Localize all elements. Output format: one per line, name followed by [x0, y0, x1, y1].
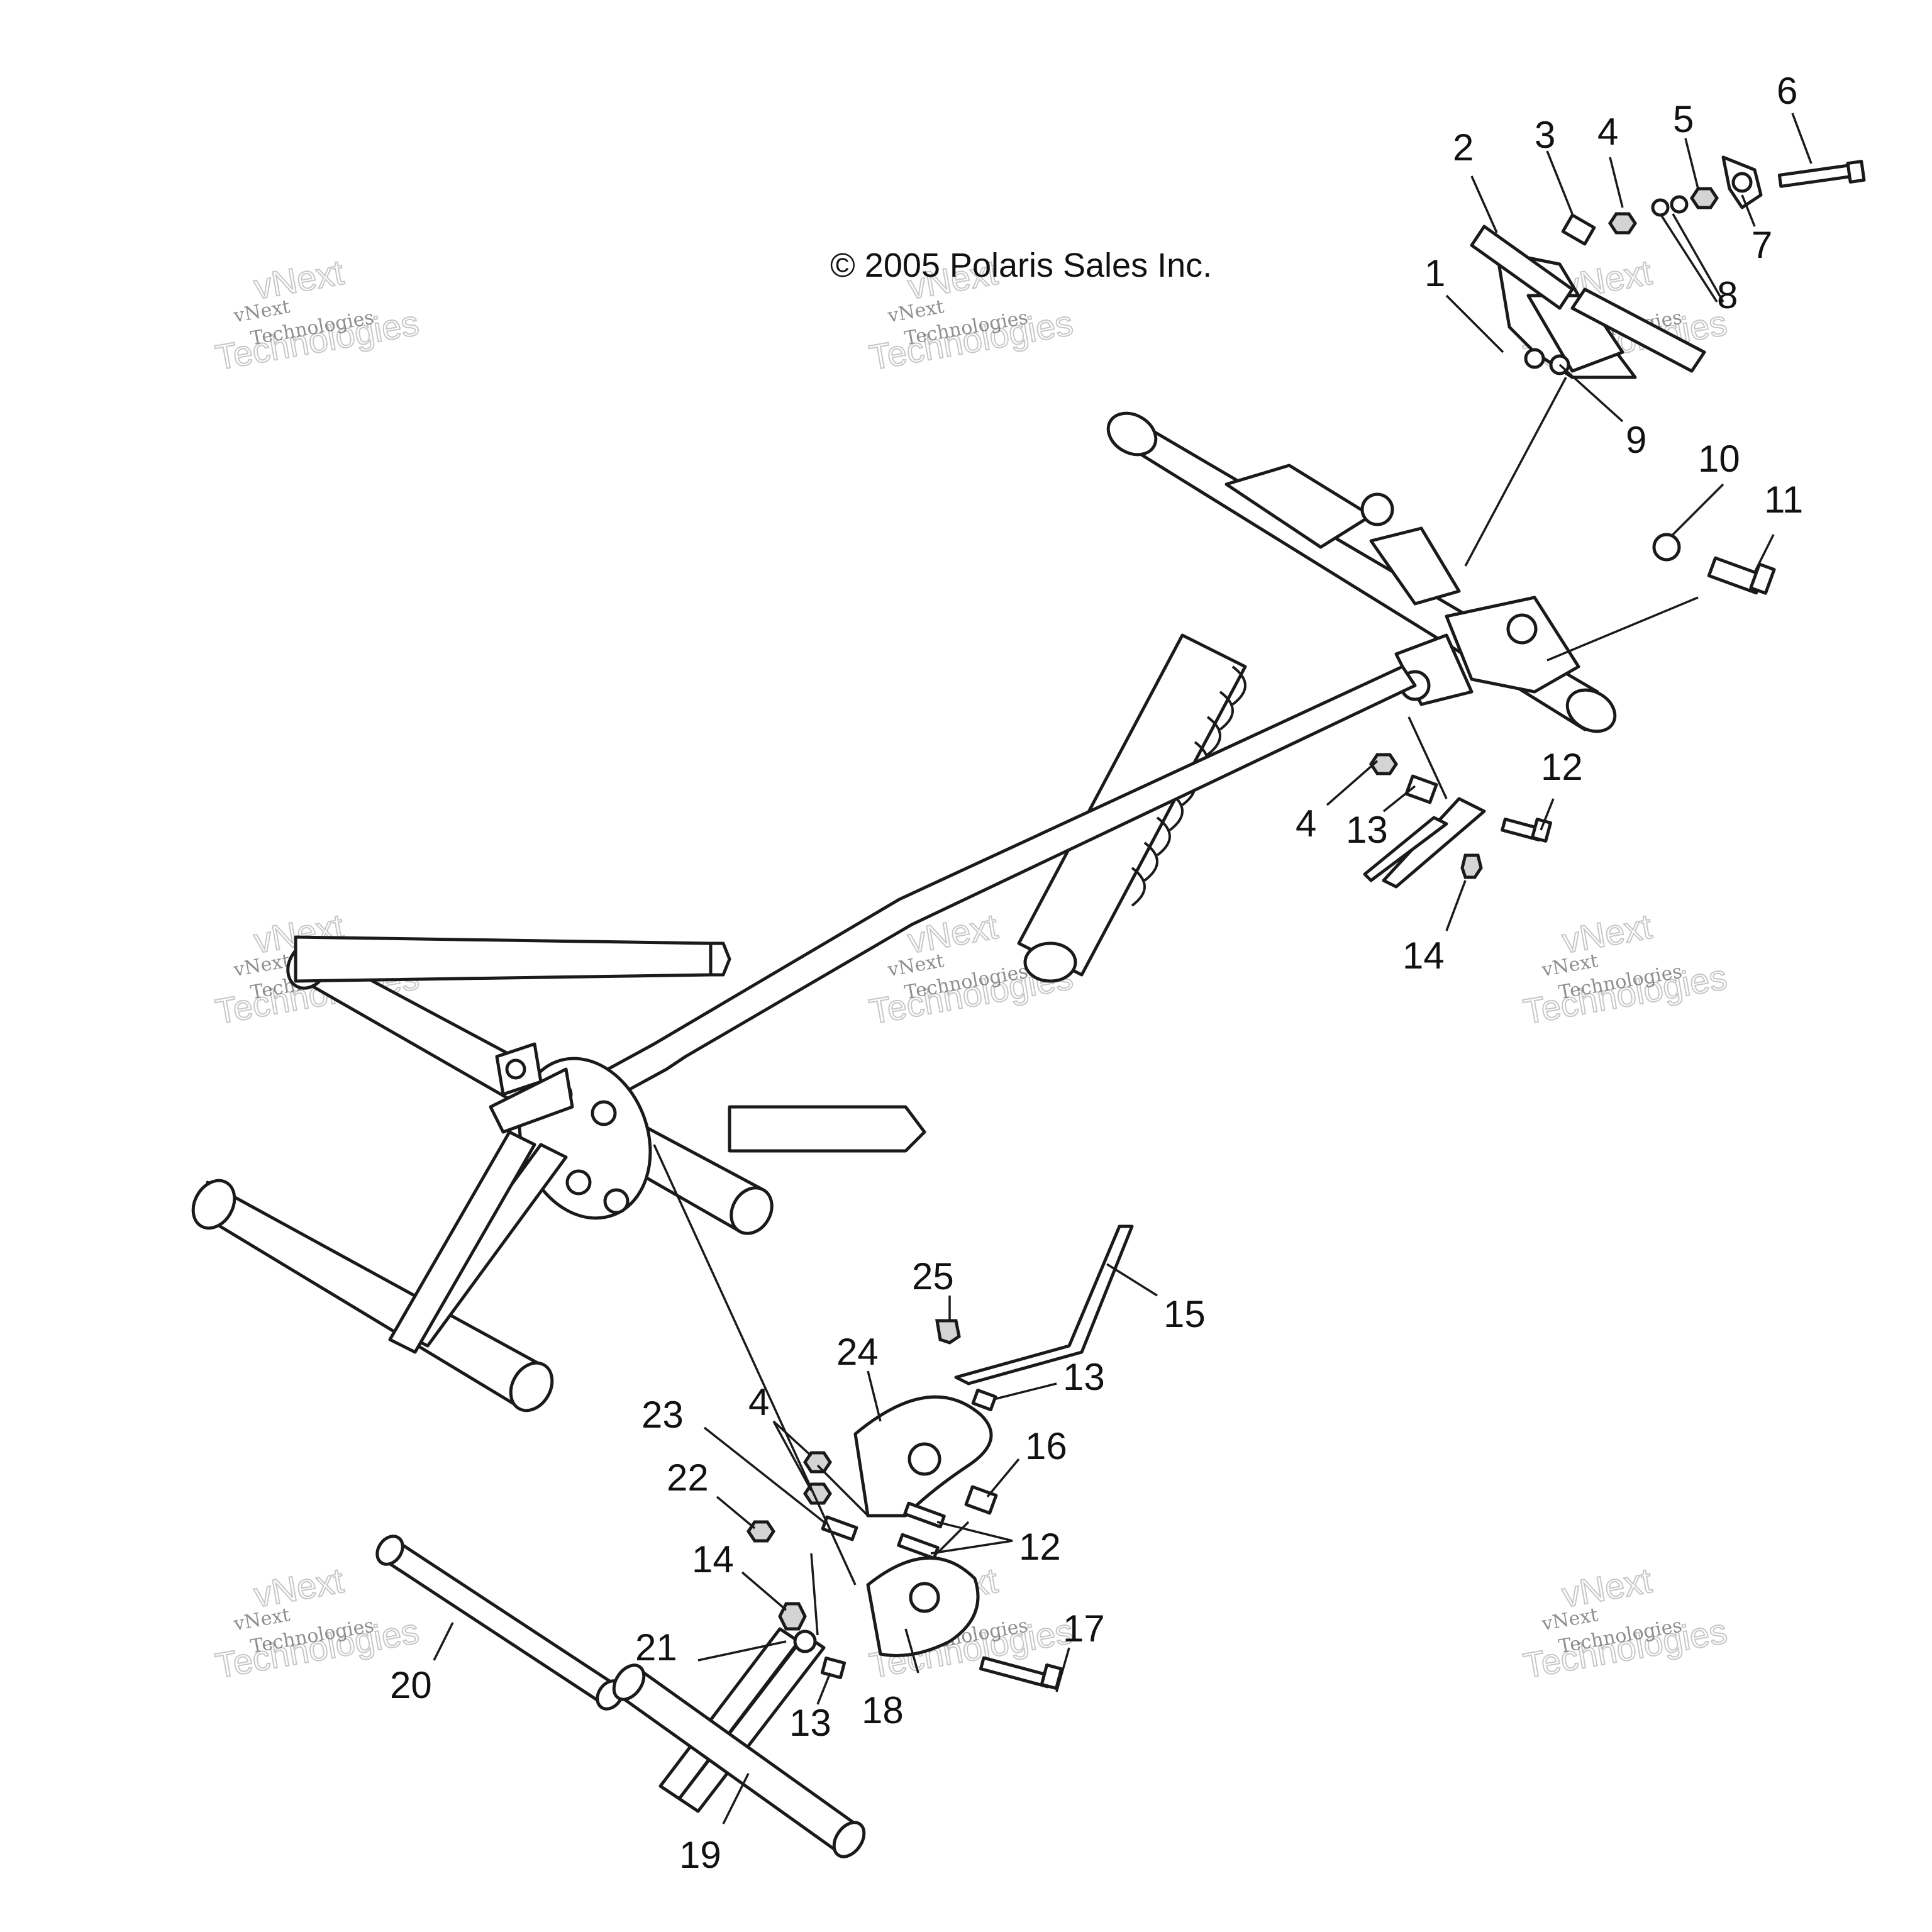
- callout-3: 3: [1535, 114, 1555, 156]
- part-14-grease-fitting-middle: [1460, 853, 1483, 879]
- leader-lines: [433, 113, 1813, 1824]
- callout-1: 1: [1424, 252, 1445, 294]
- part-25-grease-fitting: [935, 1319, 961, 1345]
- callout-15: 15: [1163, 1293, 1206, 1335]
- part-6-bolt: [1777, 160, 1866, 188]
- part-13-bushing-lower: [971, 1389, 997, 1411]
- part-10-nut: [1652, 533, 1681, 562]
- callout-12-lower: 12: [1019, 1526, 1061, 1568]
- callout-5: 5: [1673, 98, 1694, 140]
- callout-13-lower: 13: [1063, 1356, 1105, 1398]
- callout-14-lower: 14: [692, 1538, 734, 1580]
- callout-14-middle: 14: [1402, 935, 1445, 977]
- callout-12-middle: 12: [1541, 746, 1583, 788]
- callout-9: 9: [1626, 419, 1646, 461]
- part-4-nuts-lower: [802, 1451, 833, 1505]
- callout-19: 19: [679, 1834, 721, 1876]
- part-13-bushing-middle: [1404, 774, 1438, 804]
- watermark-bottom-left: vNext Technologies vNext Technologies: [212, 1560, 423, 1686]
- callout-16: 16: [1025, 1425, 1067, 1467]
- part-2-shaft-sleeve: [1470, 225, 1574, 310]
- part-19-shaft: [612, 1663, 866, 1858]
- rod-end-middle: [1363, 797, 1486, 889]
- callout-8: 8: [1717, 274, 1738, 316]
- part-16-bushing: [964, 1485, 998, 1515]
- rear-pivot-bracket: [1224, 464, 1580, 706]
- front-pivot-hub: [489, 1042, 652, 1220]
- callout-10: 10: [1698, 438, 1740, 480]
- part-9-pivot-shaft: [1570, 287, 1706, 373]
- callout-23: 23: [641, 1394, 684, 1436]
- lower-front-shaft: [191, 1179, 554, 1413]
- part-15-link-rod: [954, 1224, 1134, 1385]
- callout-numbers: 1 2 3 4 5 6 7 8 9 10 11 4 13 12 14 25 15…: [390, 70, 1803, 1876]
- part-4-nut-middle: [1368, 753, 1399, 775]
- front-short-arm: [294, 935, 926, 1153]
- part-21-link-arm: [658, 1627, 826, 1813]
- callout-11: 11: [1764, 479, 1803, 521]
- callout-25: 25: [912, 1255, 954, 1297]
- watermark-bottom-right: vNext Technologies vNext Technologies: [1520, 1560, 1731, 1686]
- front-scissor-link: [388, 1130, 568, 1354]
- svg-text:vNext: vNext: [251, 1560, 347, 1615]
- callout-24: 24: [836, 1331, 879, 1373]
- callout-7: 7: [1752, 224, 1772, 266]
- watermark-mid-right: vNext Technologies vNext Technologies: [1520, 906, 1731, 1032]
- part-4-nut-top: [1607, 212, 1638, 235]
- part-17-bolt: [979, 1656, 1063, 1690]
- callout-4: 4: [1597, 111, 1618, 153]
- part-7-adjuster-knob: [1721, 155, 1763, 209]
- svg-text:vNext: vNext: [251, 252, 347, 307]
- part-11-bolt: [1707, 556, 1776, 595]
- part-23-pin: [821, 1515, 858, 1541]
- callout-13-middle: 13: [1346, 809, 1388, 851]
- callout-6: 6: [1777, 70, 1797, 112]
- part-22-nut: [746, 1520, 776, 1543]
- callout-2: 2: [1453, 126, 1474, 169]
- svg-text:vNext: vNext: [1559, 906, 1655, 961]
- part-5-nut: [1689, 187, 1719, 209]
- part-8-washers: [1651, 195, 1689, 217]
- torque-arm-rod: [583, 665, 1417, 1109]
- part-24-arm-plate: [853, 1395, 993, 1518]
- part-13-bushing-bottom: [820, 1657, 847, 1679]
- watermark-top-left: vNext Technologies vNext Technologies: [212, 252, 423, 378]
- callout-21: 21: [635, 1626, 677, 1668]
- callout-13-bottom: 13: [789, 1702, 831, 1744]
- callout-22: 22: [667, 1457, 709, 1499]
- callout-17: 17: [1063, 1607, 1105, 1650]
- copyright-notice: © 2005 Polaris Sales Inc.: [830, 247, 1212, 284]
- callout-20: 20: [390, 1664, 432, 1706]
- part-3-bushing: [1561, 213, 1596, 246]
- svg-text:vNext: vNext: [1559, 1560, 1655, 1615]
- callout-4-middle: 4: [1296, 802, 1316, 845]
- callout-4-lower: 4: [748, 1381, 769, 1423]
- callout-18: 18: [862, 1689, 904, 1731]
- part-12-bolts-lower: [897, 1501, 946, 1560]
